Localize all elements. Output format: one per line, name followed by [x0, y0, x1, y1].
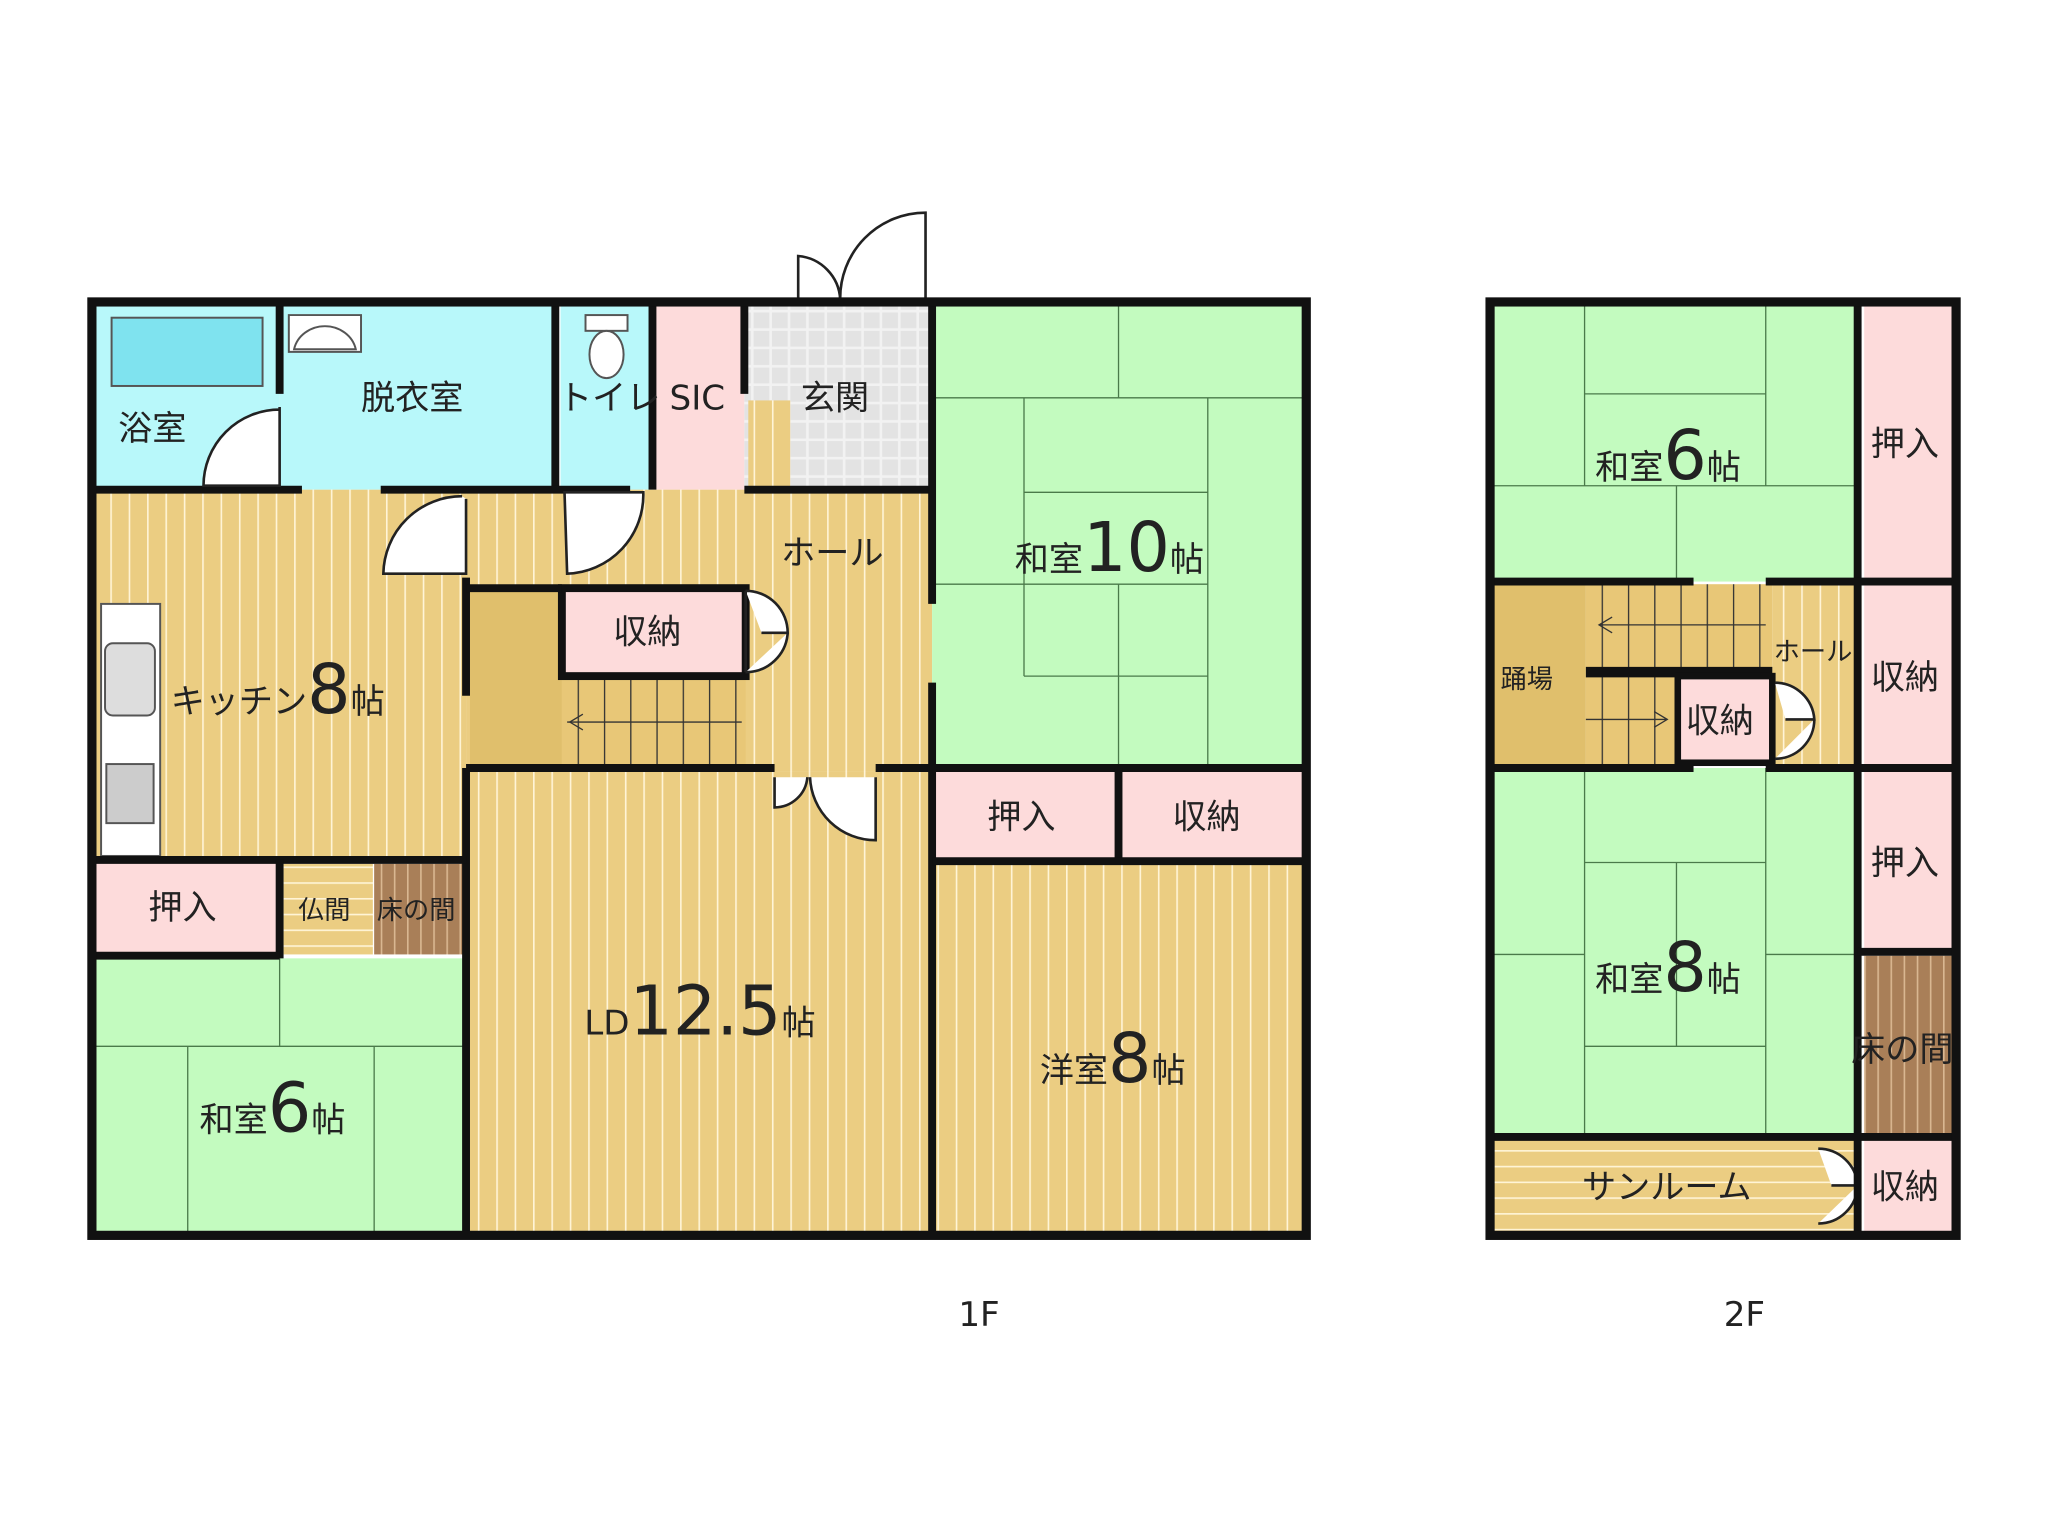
- kitchen-unit: 帖: [351, 682, 385, 722]
- j6-2f-unit: 帖: [1707, 448, 1741, 488]
- label-storage-2f-mid: 収納: [1686, 702, 1754, 742]
- room-storage-2f-right: [1864, 584, 1954, 766]
- label-tokonoma-2f: 床の間: [1851, 1030, 1953, 1070]
- tatami-lines-2f-6: [1493, 305, 1858, 582]
- room-hall-2f: [1772, 584, 1862, 766]
- entrance-step: [748, 400, 791, 490]
- j10-unit: 帖: [1170, 540, 1204, 580]
- label-tokonoma-1f: 床の間: [377, 896, 456, 926]
- room-storage-1f: [1122, 771, 1303, 860]
- washbasin-icon: [287, 314, 363, 353]
- label-hall-2f: ホール: [1774, 637, 1853, 667]
- label-storage-1f: 収納: [1172, 797, 1240, 837]
- label-storage-2f-bottom: 収納: [1871, 1168, 1939, 1208]
- sink-icon: [104, 642, 156, 717]
- label-japanese-8-2f: 和室8帖: [1595, 929, 1741, 1008]
- j6-name: 和室: [200, 1101, 268, 1141]
- ld-name: LD: [584, 1004, 629, 1044]
- label-storage-2f-right: 収納: [1871, 658, 1939, 698]
- ld-door-icon: [773, 777, 877, 842]
- j6-2f-size: 6: [1663, 417, 1706, 496]
- ld-size: 12.5: [630, 973, 782, 1052]
- entrance-door-icon: [796, 211, 927, 304]
- label-kitchen: キッチン8帖: [171, 651, 385, 730]
- room-ld: [466, 771, 933, 1232]
- label-oshiire-1f: 押入: [987, 797, 1055, 837]
- storage-2f-door-icon: [1774, 681, 1816, 761]
- floor-1-label: 1F: [958, 1295, 999, 1335]
- room-oshiire-left: [95, 859, 280, 955]
- room-sic: [652, 305, 745, 490]
- j8-2f-size: 8: [1663, 929, 1706, 1008]
- j8-2f-name: 和室: [1595, 960, 1663, 1000]
- label-sic: SIC: [670, 379, 726, 419]
- j6-size: 6: [268, 1070, 311, 1149]
- label-butsuma: 仏間: [298, 896, 351, 926]
- label-dressing: 脱衣室: [361, 379, 463, 419]
- room-landing: [1493, 584, 1586, 766]
- hall-storage-door-icon: [744, 589, 790, 674]
- label-oshiire-left: 押入: [148, 888, 216, 928]
- label-bath: 浴室: [118, 409, 186, 449]
- j6-unit: 帖: [311, 1101, 345, 1141]
- w8-unit: 帖: [1151, 1051, 1185, 1091]
- outer-wall-2f: [1485, 297, 1961, 1240]
- kitchen-size: 8: [307, 651, 350, 730]
- room-japanese-10: [932, 305, 1303, 768]
- room-tokonoma-2f: [1864, 955, 1954, 1136]
- label-japanese-6-1f: 和室6帖: [200, 1070, 346, 1149]
- room-oshiire-1f: [932, 771, 1119, 860]
- interior-walls-2f: [1490, 305, 1957, 1232]
- bathtub-icon: [110, 316, 264, 387]
- room-sunroom: [1493, 1139, 1862, 1232]
- tatami-lines-6: [95, 958, 467, 1232]
- label-hall: ホール: [781, 534, 883, 574]
- room-butsuma: [283, 863, 373, 955]
- room-japanese-8-2f: [1493, 768, 1862, 1136]
- kitchen-name: キッチン: [171, 682, 308, 722]
- room-japanese-6-1f: [95, 958, 467, 1232]
- w8-name: 洋室: [1040, 1051, 1108, 1091]
- label-sunroom: サンルーム: [1582, 1168, 1752, 1208]
- label-oshiire-2f-mid: 押入: [1871, 843, 1939, 883]
- outer-wall-1f: [87, 297, 1311, 1240]
- stair-landing-1f: [469, 588, 562, 766]
- label-japanese-6-2f: 和室6帖: [1595, 417, 1741, 496]
- floor-1: [87, 211, 1311, 1240]
- label-ld: LD12.5帖: [584, 973, 815, 1052]
- j10-size: 10: [1083, 509, 1170, 588]
- room-tokonoma-1f: [374, 863, 464, 955]
- label-oshiire-2f-top: 押入: [1871, 425, 1939, 465]
- j10-name: 和室: [1015, 540, 1083, 580]
- floor-2-label: 2F: [1724, 1295, 1765, 1335]
- label-japanese-10: 和室10帖: [1015, 509, 1204, 588]
- stairs-1f: [561, 676, 746, 766]
- w8-size: 8: [1108, 1020, 1151, 1099]
- label-western-8: 洋室8帖: [1040, 1020, 1186, 1099]
- interior-walls-1f: [91, 305, 1303, 1232]
- room-oshiire-2f-top: [1864, 305, 1954, 582]
- toilet-icon: [584, 314, 629, 380]
- room-storage-2f-mid: [1674, 672, 1776, 767]
- label-hall-storage: 収納: [613, 612, 681, 652]
- room-storage-2f-bottom: [1864, 1139, 1954, 1232]
- label-toilet: トイレ: [558, 379, 660, 419]
- label-entrance: 玄関: [801, 379, 869, 419]
- room-western-8: [932, 863, 1303, 1232]
- room-oshiire-2f-mid: [1864, 768, 1954, 952]
- doors-1f: [202, 406, 645, 576]
- j8-2f-unit: 帖: [1707, 960, 1741, 1000]
- label-landing: 踊場: [1501, 665, 1554, 695]
- tatami-lines: [932, 305, 1303, 768]
- tatami-lines-2f-8: [1493, 768, 1862, 1136]
- ld-unit: 帖: [781, 1004, 815, 1044]
- j6-2f-name: 和室: [1595, 448, 1663, 488]
- stove-icon: [105, 763, 155, 825]
- floor-2: [1485, 297, 1961, 1240]
